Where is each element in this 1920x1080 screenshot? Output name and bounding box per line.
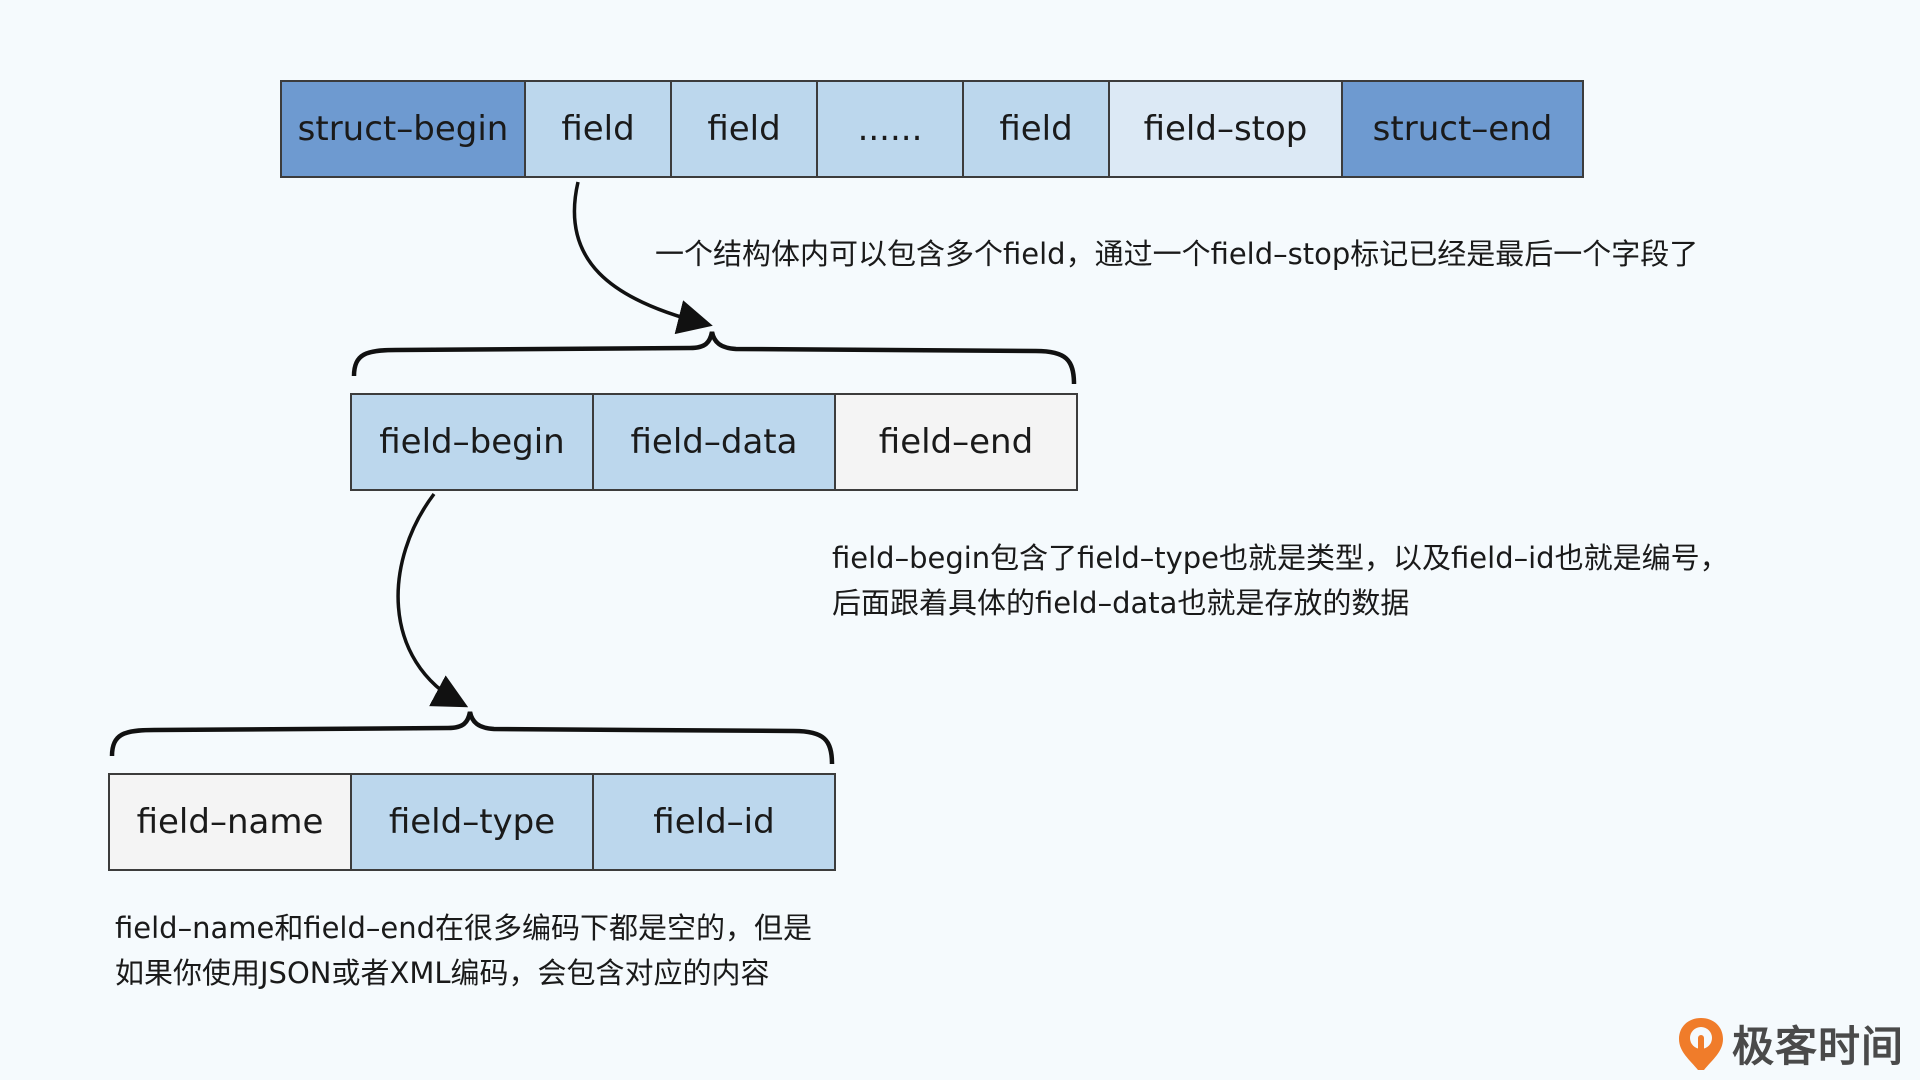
- struct-row: struct–begin field field ...... field fi…: [280, 80, 1584, 178]
- field-row: field–begin field–data field–end: [350, 393, 1078, 491]
- struct-begin-cell: struct–begin: [282, 82, 526, 176]
- field-cell: field: [964, 82, 1110, 176]
- struct-note: 一个结构体内可以包含多个field，通过一个field–stop标记已经是最后一…: [655, 237, 1699, 271]
- field-type-cell: field–type: [352, 775, 594, 869]
- logo-text: 极客时间: [1732, 1022, 1905, 1071]
- field-cell: field: [526, 82, 672, 176]
- field-end-cell: field–end: [836, 395, 1076, 489]
- begin-note: field–name和field–end在很多编码下都是空的，但是 如果你使用J…: [115, 906, 812, 996]
- field-data-cell: field–data: [594, 395, 836, 489]
- geektime-logo-icon: [1679, 1017, 1723, 1070]
- ellipsis-cell: ......: [818, 82, 964, 176]
- field-begin-row: field–name field–type field–id: [108, 773, 836, 871]
- field-cell: field: [672, 82, 818, 176]
- field-id-cell: field–id: [594, 775, 834, 869]
- begin-note-line-1: field–name和field–end在很多编码下都是空的，但是: [115, 911, 813, 945]
- field-stop-cell: field–stop: [1110, 82, 1343, 176]
- field-note-line-1: field–begin包含了field–type也就是类型，以及field–id…: [832, 541, 1729, 575]
- field-begin-to-begin-arrow: [396, 492, 469, 708]
- struct-end-cell: struct–end: [1343, 82, 1582, 176]
- field-note-line-2: 后面跟着具体的field–data也就是存放的数据: [832, 586, 1410, 620]
- field-begin-cell: field–begin: [352, 395, 594, 489]
- field-name-cell: field–name: [110, 775, 352, 869]
- field-note: field–begin包含了field–type也就是类型，以及field–id…: [832, 536, 1729, 626]
- struct-to-field-arrow: [572, 181, 713, 335]
- field-row-brace: [351, 331, 1077, 385]
- geektime-logo: 极客时间: [1676, 1013, 1904, 1074]
- begin-row-brace: [109, 711, 835, 765]
- begin-note-line-2: 如果你使用JSON或者XML编码，会包含对应的内容: [115, 956, 770, 990]
